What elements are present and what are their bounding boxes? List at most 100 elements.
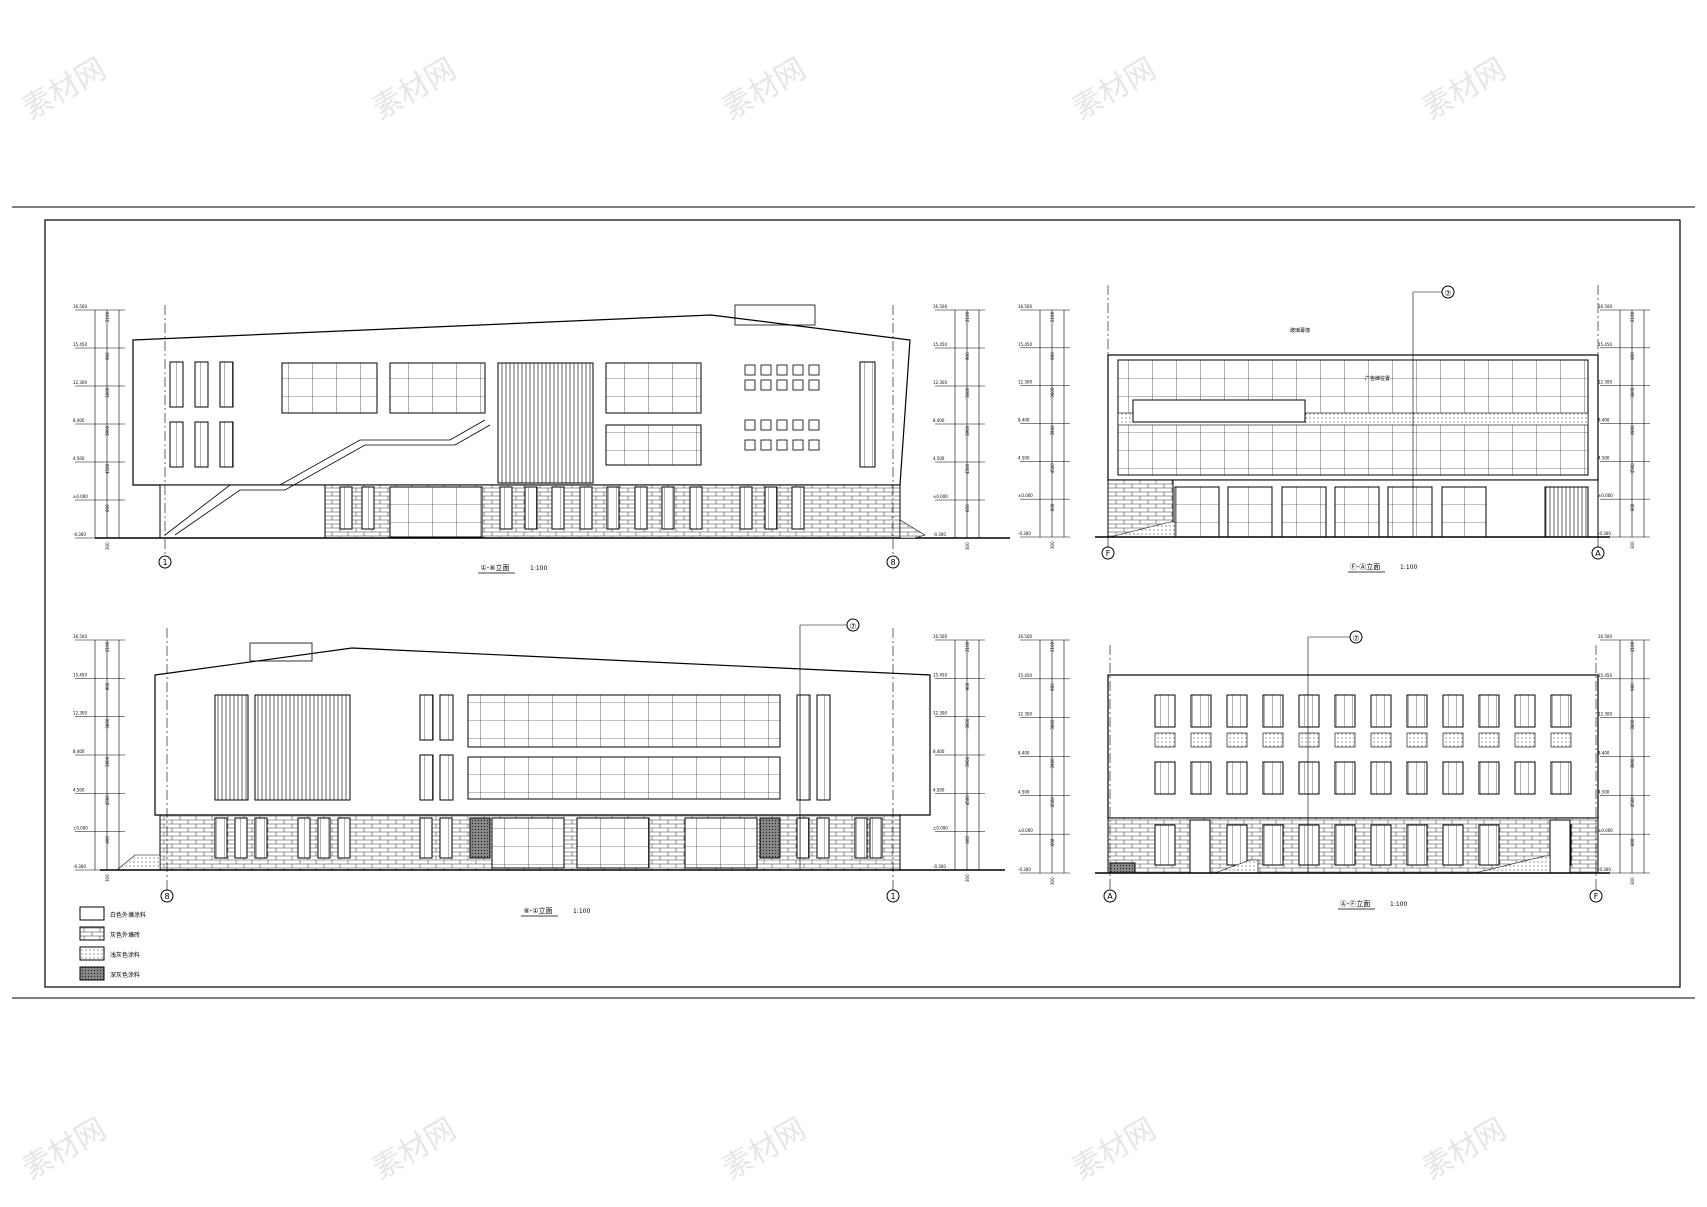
level-label: 12.300 <box>73 380 87 385</box>
svg-text:A: A <box>1107 892 1113 901</box>
dim-label: 4500 <box>105 463 110 474</box>
title-elevation-2: Ⓕ-Ⓐ立面 <box>1350 562 1381 571</box>
dim-label: 600 <box>965 836 970 844</box>
level-label: 4.500 <box>1598 789 1610 794</box>
dim-label: 900 <box>1630 352 1635 360</box>
level-label: 8.400 <box>73 749 85 754</box>
louver-2 <box>254 694 351 801</box>
level-label: 15.450 <box>1598 342 1612 347</box>
level-label: 12.300 <box>933 711 947 716</box>
dim-label: 3600 <box>1630 719 1635 730</box>
dim-label: 300 <box>1050 877 1055 885</box>
svg-text:1:100: 1:100 <box>1390 901 1407 908</box>
level-label: ±0.000 <box>1018 828 1033 833</box>
level-label: 8.400 <box>73 418 85 423</box>
level-label: ±0.000 <box>933 826 948 831</box>
glazing-bay-3 <box>605 362 702 414</box>
level-label: 16.500 <box>933 304 947 309</box>
dim-label: 2100 <box>1050 311 1055 322</box>
level-label: 15.450 <box>1598 673 1612 678</box>
dim-label: 600 <box>965 504 970 512</box>
dim-label: 4500 <box>965 795 970 806</box>
level-label: 15.450 <box>1018 673 1032 678</box>
level-label: -0.300 <box>1018 867 1031 872</box>
curtain-wall-lower <box>467 756 781 800</box>
level-label: 12.300 <box>1018 712 1032 717</box>
dim-label: 300 <box>105 874 110 882</box>
level-label: -0.300 <box>1598 867 1611 872</box>
level-label: 16.500 <box>1018 634 1032 639</box>
dim-label: 900 <box>1630 683 1635 691</box>
dim-label: 2100 <box>105 641 110 652</box>
dim-label: 2100 <box>105 311 110 322</box>
louver-screen <box>497 362 594 484</box>
note-signage: 广告牌位置 <box>1365 375 1390 382</box>
level-label: 16.500 <box>1598 634 1612 639</box>
dim-label: 3900 <box>965 425 970 436</box>
svg-text:8: 8 <box>164 892 169 901</box>
watermark-layer: 素材网素材网素材网素材网素材网素材网素材网素材网素材网素材网 <box>17 52 1512 1187</box>
watermark-text: 素材网 <box>367 52 462 127</box>
elevation-titles: ①-⑧立面 1:100 Ⓕ-Ⓐ立面 1:100 ⑧-①立面 1:100 Ⓐ-Ⓕ立… <box>478 562 1417 917</box>
storefront-windows <box>1174 486 1487 538</box>
roof-parapet <box>734 304 816 326</box>
dim-label: 2100 <box>1630 641 1635 652</box>
dim-label: 600 <box>1630 838 1635 846</box>
dim-label: 900 <box>105 352 110 360</box>
dim-label: 3600 <box>965 387 970 398</box>
level-label: 4.500 <box>933 787 945 792</box>
level-label: 8.400 <box>933 749 945 754</box>
glazing-bay-4 <box>605 424 702 466</box>
elevation-4: ⑦ <box>1095 630 1610 892</box>
watermark-text: 素材网 <box>1067 52 1162 127</box>
storefront-2 <box>576 817 650 869</box>
level-label: 4.500 <box>73 456 85 461</box>
dim-label: 2100 <box>1050 641 1055 652</box>
level-label: -0.300 <box>73 532 86 537</box>
title-elevation-4: Ⓐ-Ⓕ立面 <box>1340 899 1371 908</box>
dim-label: 4500 <box>105 795 110 806</box>
square-window-grid <box>744 364 820 451</box>
axis-bubbles: 1 8 F A 8 1 A F <box>158 546 1605 903</box>
svg-text:F: F <box>1106 549 1111 558</box>
ramp <box>116 854 161 871</box>
level-label: ±0.000 <box>1018 493 1033 498</box>
level-label: 8.400 <box>1018 418 1030 423</box>
level-label: -0.300 <box>1018 531 1031 536</box>
dim-label: 3600 <box>1630 387 1635 398</box>
level-label: 16.500 <box>1018 304 1032 309</box>
material-legend: 白色外壙涂料 灰色外壙砖 浅灰色涂料 深灰色涂料 <box>79 906 146 981</box>
curtain-wall-upper <box>467 694 781 748</box>
dim-label: 300 <box>1630 877 1635 885</box>
dim-label: 3900 <box>965 756 970 767</box>
level-label: -0.300 <box>933 532 946 537</box>
dim-label: 3900 <box>105 425 110 436</box>
legend-item-3: 浅灰色涂料 <box>110 951 140 959</box>
dim-label: 600 <box>105 504 110 512</box>
level-label: ±0.000 <box>933 494 948 499</box>
watermark-text: 素材网 <box>367 1112 462 1187</box>
dim-label: 4500 <box>1050 463 1055 474</box>
dim-label: 3600 <box>1050 387 1055 398</box>
dim-label: 600 <box>1050 503 1055 511</box>
dim-label: 3900 <box>105 756 110 767</box>
legend-item-4: 深灰色涂料 <box>110 971 140 979</box>
stair-ramp-2 <box>174 424 491 536</box>
callout-marker: ⑦ <box>1352 634 1359 643</box>
level-label: 12.300 <box>1598 712 1612 717</box>
callout-marker: ⑦ <box>849 622 856 631</box>
signage-band <box>1132 399 1306 423</box>
dim-label: 600 <box>1050 838 1055 846</box>
note-glass: 玻璃幕墙 <box>1290 327 1310 334</box>
window-grid <box>1154 694 1572 874</box>
dim-label: 3600 <box>105 387 110 398</box>
svg-text:A: A <box>1595 549 1601 558</box>
dim-label: 300 <box>1630 541 1635 549</box>
level-label: -0.300 <box>73 864 86 869</box>
level-label: 15.450 <box>933 342 947 347</box>
level-label: 16.500 <box>73 634 87 639</box>
level-label: 15.450 <box>73 672 87 677</box>
window-right <box>859 361 876 468</box>
dim-label: 3600 <box>965 718 970 729</box>
level-label: 4.500 <box>73 787 85 792</box>
